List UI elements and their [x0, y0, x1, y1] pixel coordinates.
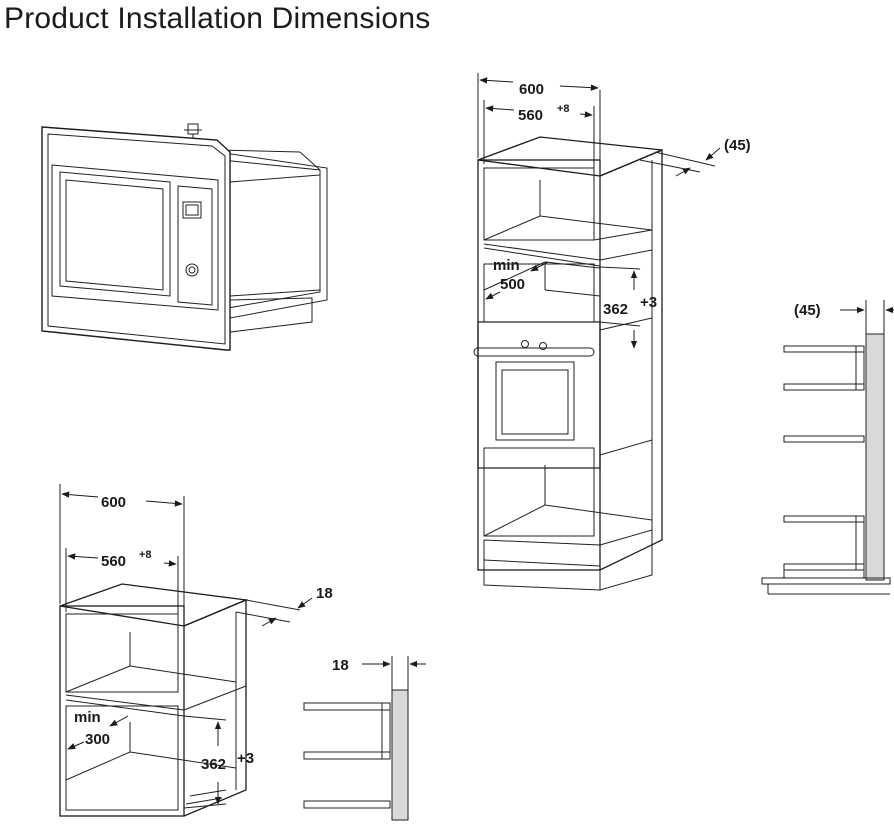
tall-width-outer-label: 600: [519, 81, 544, 98]
tall-min-label: min: [493, 257, 520, 274]
wall-cabinet-dimensions: [59, 484, 313, 809]
tall-opening-height-tolerance: +3: [640, 294, 657, 311]
wall-cabinet-illustration: [59, 583, 249, 817]
microwave-illustration: [41, 123, 328, 351]
tall-opening-height-label: 362: [603, 301, 628, 318]
wall-width-inner-tolerance: +8: [139, 549, 152, 561]
wall-min-label: min: [74, 709, 101, 726]
tall-cabinet-illustration: [473, 136, 663, 591]
wall-opening-height-label: 362: [201, 756, 226, 773]
wall-opening-height-tolerance: +3: [237, 750, 254, 767]
wall-panel-thickness-label: 18: [316, 585, 333, 602]
page-title: Product Installation Dimensions: [4, 2, 431, 35]
tall-width-inner-label: 560: [518, 107, 543, 124]
wall-cabinet-labels: 600 560 +8 18 min 300 362 +3: [74, 494, 333, 773]
tall-side-section-detail: [761, 300, 894, 595]
tall-cabinet-labels: 600 560 +8 (45) min 500 362 +3: [493, 81, 751, 318]
tall-side-offset-label: (45): [794, 302, 821, 319]
tall-min-value: 500: [500, 276, 525, 293]
tall-cabinet-dimensions: [477, 73, 721, 349]
wall-side-thickness-label: 18: [332, 657, 349, 674]
tall-depth-offset-label: (45): [724, 137, 751, 154]
wall-min-value: 300: [85, 731, 110, 748]
wall-width-outer-label: 600: [101, 494, 126, 511]
wall-width-inner-label: 560: [101, 553, 126, 570]
wall-side-section-detail: [303, 656, 426, 821]
tall-width-inner-tolerance: +8: [557, 103, 570, 115]
